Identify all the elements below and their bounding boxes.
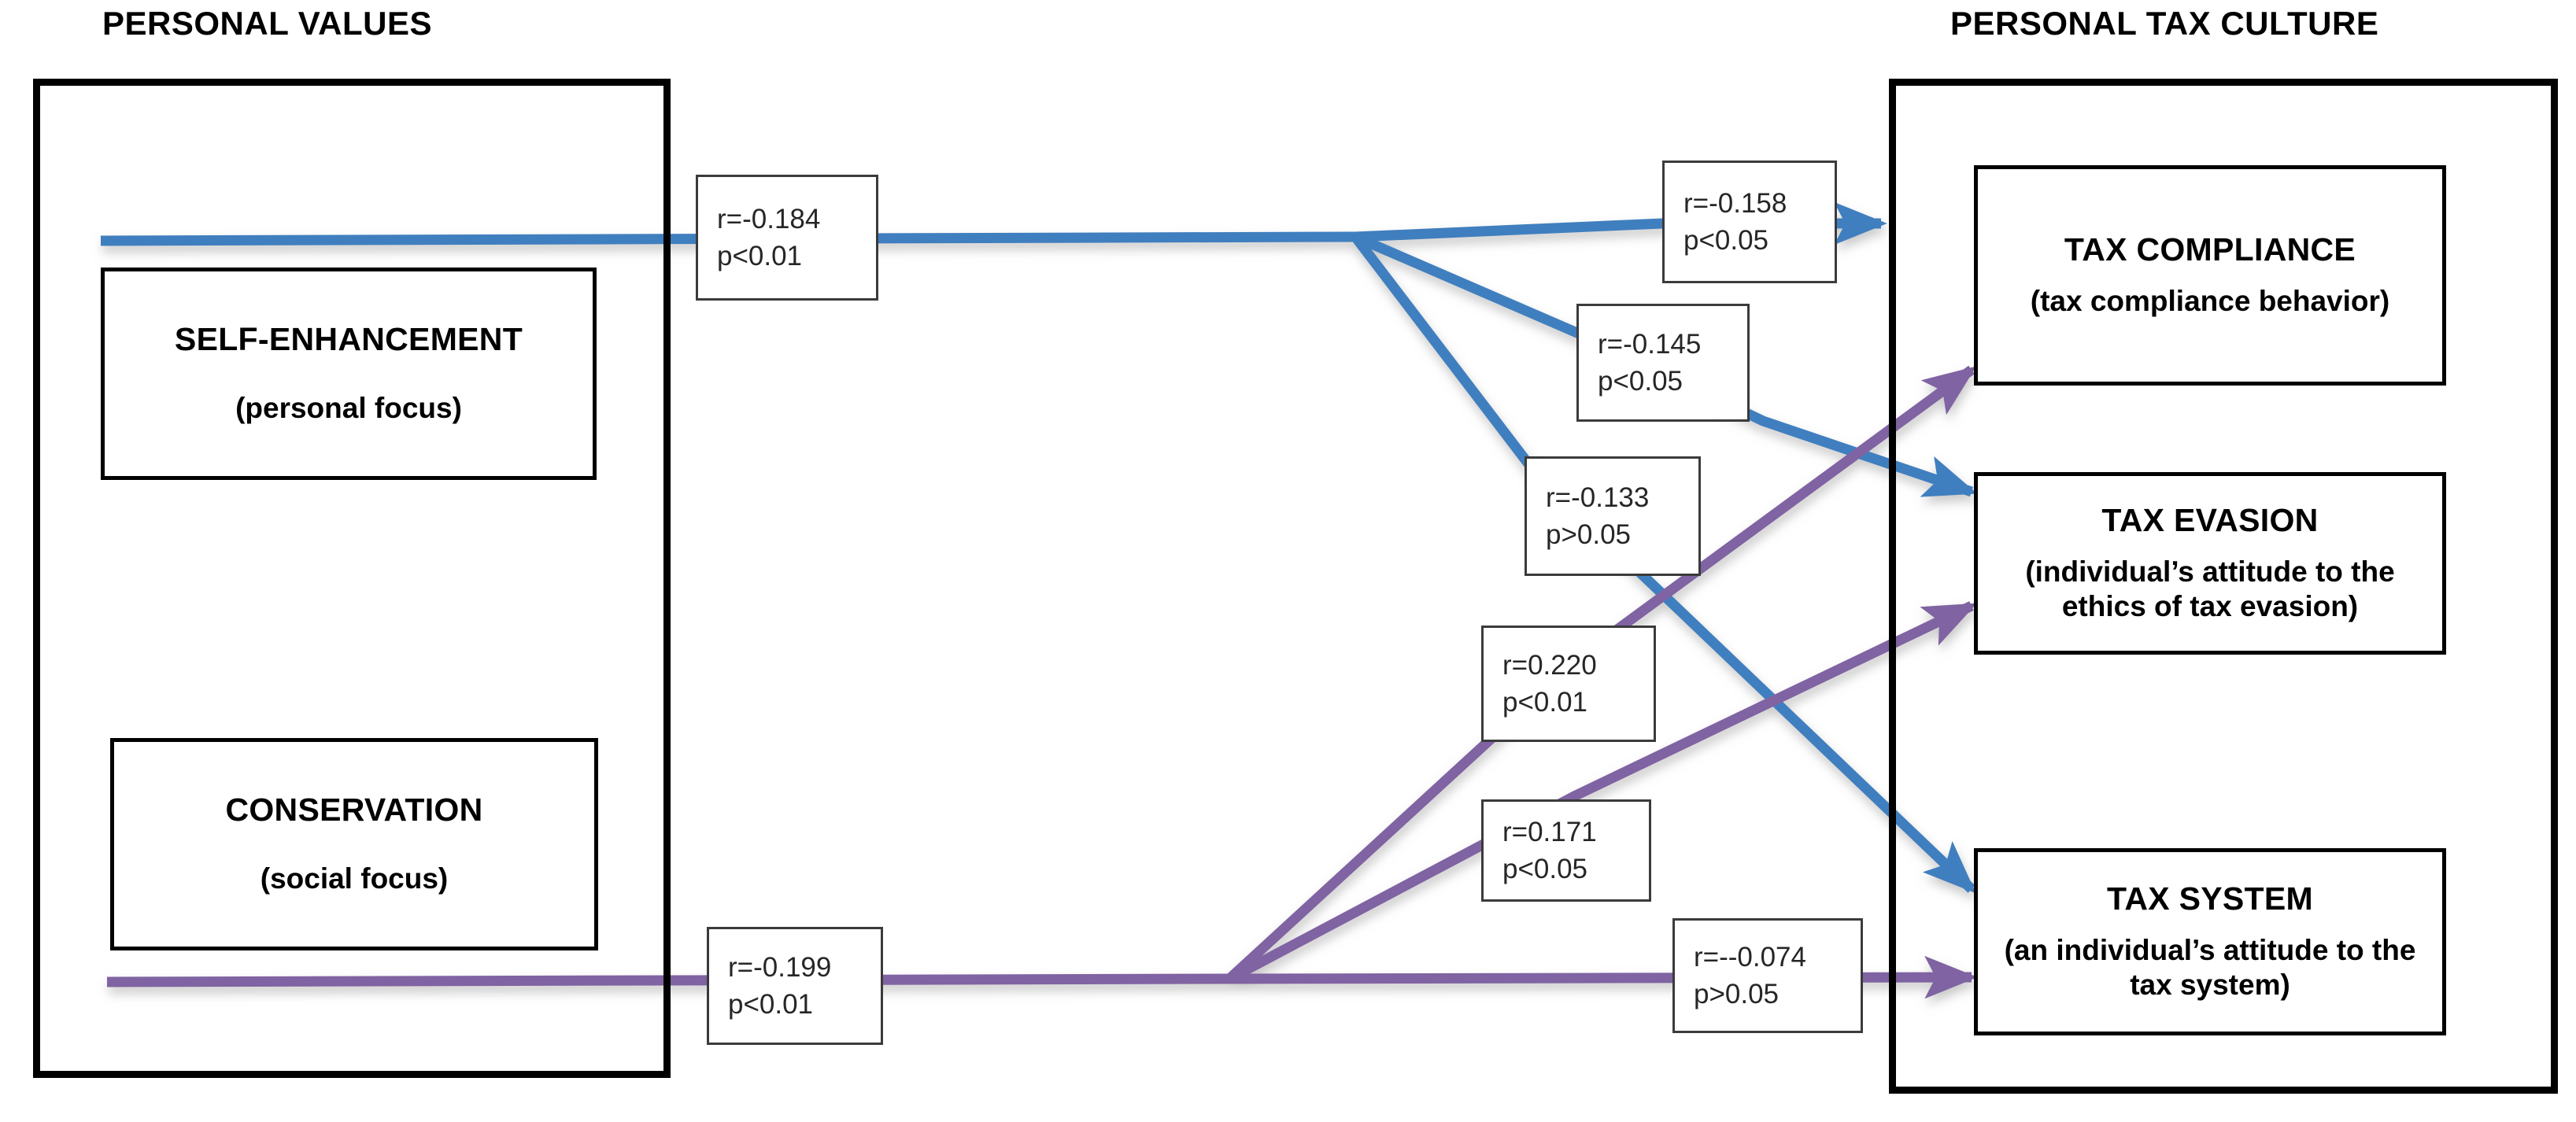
- stat-label-conservation-to-evasion[interactable]: r=0.171 p<0.05: [1481, 799, 1651, 902]
- tax-system-subtitle: (an individual’s attitude to the tax sys…: [2004, 933, 2416, 1001]
- tax-compliance-subtitle: (tax compliance behavior): [2030, 284, 2390, 317]
- concept-box-self-enhancement[interactable]: SELF-ENHANCEMENT (personal focus): [101, 268, 597, 480]
- conservation-title: CONSERVATION: [225, 791, 483, 828]
- stat-r-value: r=-0.145: [1598, 328, 1702, 360]
- tax-compliance-title: TAX COMPLIANCE: [2064, 231, 2356, 268]
- concept-box-tax-evasion[interactable]: TAX EVASION (individual’s attitude to th…: [1974, 472, 2446, 655]
- concept-box-tax-system[interactable]: TAX SYSTEM (an individual’s attitude to …: [1974, 848, 2446, 1035]
- tax-system-title: TAX SYSTEM: [2107, 880, 2313, 917]
- stat-label-self-enhancement-to-compliance[interactable]: r=-0.158 p<0.05: [1662, 161, 1837, 283]
- stat-label-conservation-to-system[interactable]: r=--0.074 p>0.05: [1672, 918, 1863, 1033]
- left-group-title: PERSONAL VALUES: [102, 5, 433, 42]
- self-enhancement-subtitle: (personal focus): [235, 391, 462, 424]
- left-group-container: [33, 79, 671, 1078]
- stat-r-value: r=-0.184: [717, 203, 821, 234]
- stat-p-value: p<0.05: [1502, 854, 1588, 884]
- stat-label-self-enhancement-to-evasion[interactable]: r=-0.145 p<0.05: [1576, 304, 1750, 422]
- stat-r-value: r=-0.133: [1546, 482, 1650, 513]
- tax-evasion-subtitle: (individual’s attitude to the ethics of …: [2025, 555, 2395, 622]
- stat-p-value: p>0.05: [1546, 519, 1632, 550]
- stat-p-value: p<0.01: [717, 241, 803, 271]
- concept-box-conservation[interactable]: CONSERVATION (social focus): [110, 738, 598, 950]
- stat-label-conservation-to-compliance[interactable]: r=0.220 p<0.01: [1481, 626, 1656, 742]
- stat-p-value: p<0.01: [1502, 687, 1588, 718]
- right-group-title: PERSONAL TAX CULTURE: [1950, 5, 2379, 42]
- stat-r-value: r=0.220: [1502, 649, 1597, 681]
- right-group-container: [1889, 79, 2558, 1094]
- stat-label-self-enhancement-origin[interactable]: r=-0.184 p<0.01: [696, 175, 878, 301]
- tax-evasion-title: TAX EVASION: [2101, 501, 2319, 538]
- stat-p-value: p<0.01: [728, 989, 814, 1020]
- stat-label-self-enhancement-to-system[interactable]: r=-0.133 p>0.05: [1525, 456, 1701, 576]
- concept-box-tax-compliance[interactable]: TAX COMPLIANCE (tax compliance behavior): [1974, 165, 2446, 386]
- stat-r-value: r=0.171: [1502, 816, 1597, 847]
- stat-label-conservation-origin[interactable]: r=-0.199 p<0.01: [707, 927, 883, 1045]
- conservation-subtitle: (social focus): [260, 862, 449, 895]
- stat-r-value: r=--0.074: [1694, 941, 1806, 973]
- stat-p-value: p>0.05: [1694, 979, 1780, 1009]
- stat-r-value: r=-0.158: [1683, 187, 1787, 219]
- self-enhancement-title: SELF-ENHANCEMENT: [174, 320, 523, 357]
- stat-p-value: p<0.05: [1598, 366, 1683, 397]
- stat-p-value: p<0.05: [1683, 225, 1769, 256]
- stat-r-value: r=-0.199: [728, 951, 832, 983]
